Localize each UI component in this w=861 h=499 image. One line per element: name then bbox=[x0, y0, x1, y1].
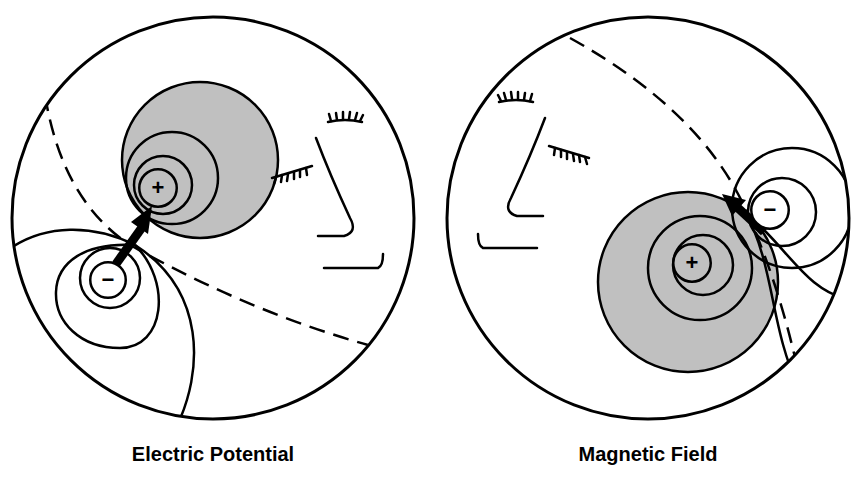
positive-region bbox=[598, 192, 778, 372]
face-profile bbox=[478, 92, 589, 248]
pole-circle: + bbox=[672, 243, 712, 283]
arrow-head bbox=[722, 194, 746, 216]
contour-lines bbox=[5, 95, 368, 430]
map-caption: Magnetic Field bbox=[437, 443, 859, 466]
polarity-sign: − bbox=[89, 261, 127, 299]
face-profile bbox=[272, 112, 383, 268]
magnetic-field-map bbox=[478, 38, 852, 390]
polarity-sign: + bbox=[672, 243, 712, 283]
polarity-sign: − bbox=[750, 190, 790, 230]
map-caption: Electric Potential bbox=[10, 443, 416, 466]
head-outline bbox=[437, 15, 859, 485]
head-map: Electric Potential + − bbox=[10, 15, 416, 485]
dipole-arrow bbox=[116, 226, 143, 264]
head-map: Magnetic Field +− bbox=[437, 15, 859, 485]
polarity-sign: + bbox=[138, 168, 178, 208]
positive-region bbox=[122, 82, 278, 238]
pole-circle: − bbox=[750, 190, 790, 230]
pole-circle: − bbox=[89, 261, 127, 299]
arrow-head bbox=[131, 206, 152, 234]
pole-circle: + bbox=[138, 168, 178, 208]
electric-potential-map bbox=[5, 82, 383, 430]
head-outline bbox=[10, 15, 416, 485]
